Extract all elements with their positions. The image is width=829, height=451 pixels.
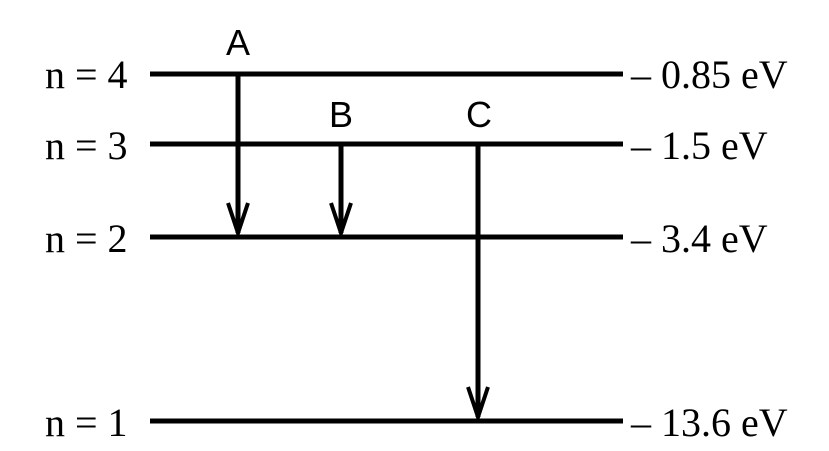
arrowhead-b-icon — [329, 202, 353, 240]
level-label-n3: n = 3 — [45, 123, 128, 168]
level-n1: n = 1 – 13.6 eV — [45, 400, 788, 445]
level-label-n4: n = 4 — [45, 52, 128, 97]
transition-label-b: B — [329, 94, 353, 135]
transition-label-c: C — [466, 94, 492, 135]
transition-b: B — [329, 94, 353, 240]
arrowhead-c-icon — [466, 386, 490, 424]
energy-label-n4: – 0.85 eV — [630, 52, 788, 97]
transition-label-a: A — [226, 22, 250, 63]
level-n3: n = 3 – 1.5 eV — [45, 123, 768, 168]
level-n2: n = 2 – 3.4 eV — [45, 216, 768, 261]
level-label-n2: n = 2 — [45, 216, 128, 261]
energy-label-n2: – 3.4 eV — [630, 216, 768, 261]
transition-c: C — [466, 94, 492, 424]
energy-label-n3: – 1.5 eV — [630, 123, 768, 168]
arrowhead-a-icon — [226, 202, 250, 240]
level-label-n1: n = 1 — [45, 400, 128, 445]
energy-label-n1: – 13.6 eV — [630, 400, 788, 445]
transition-a: A — [226, 22, 250, 240]
level-n4: n = 4 – 0.85 eV — [45, 52, 788, 97]
